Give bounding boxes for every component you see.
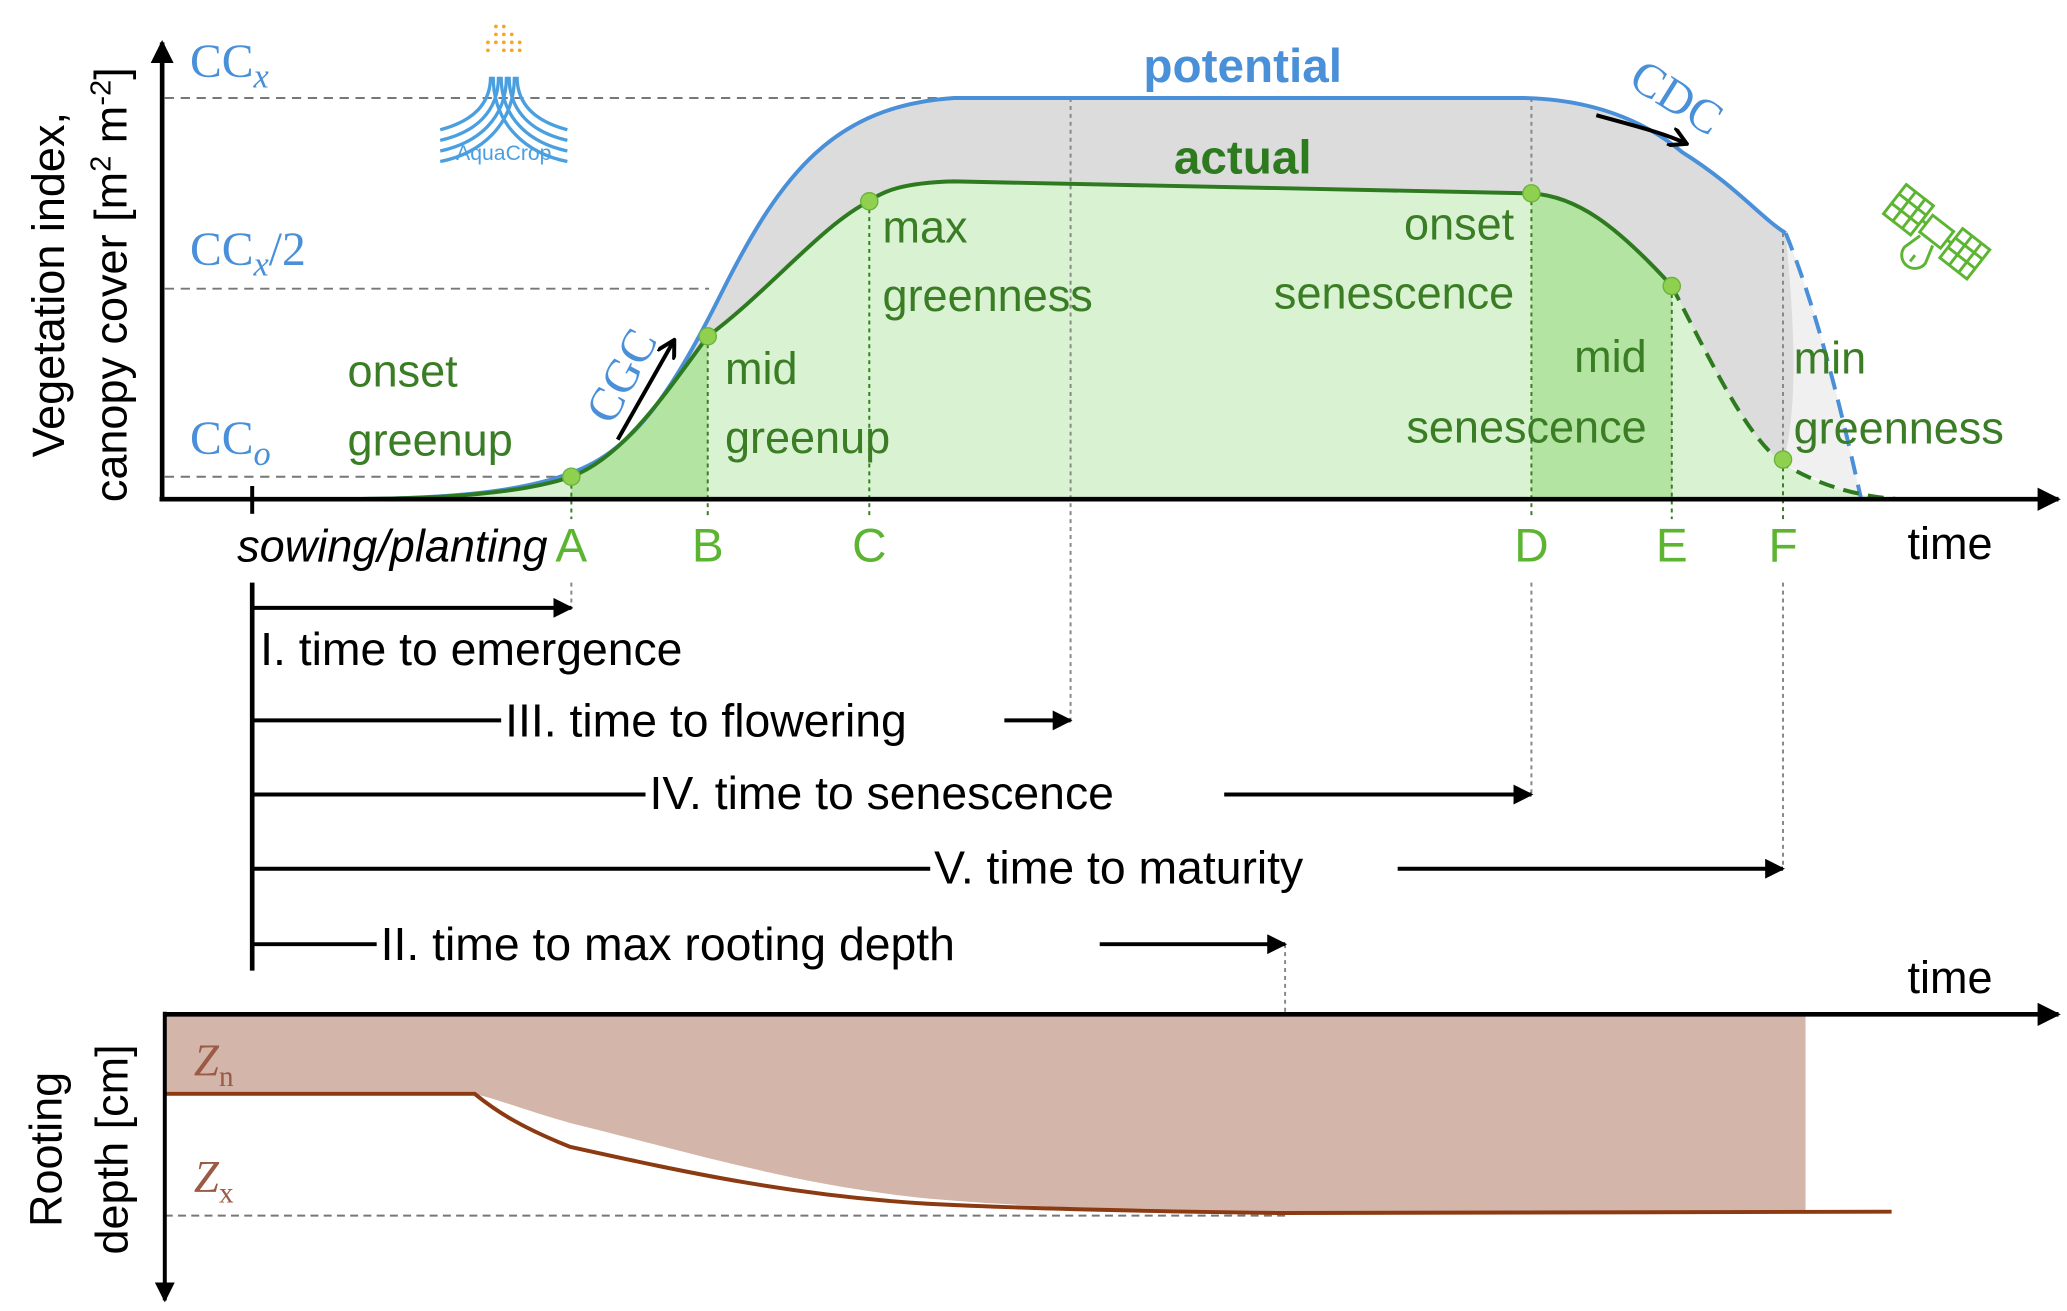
onset-senescence-label-1: onset (1404, 199, 1515, 250)
ccx-label: CCx (190, 36, 270, 96)
root-depth-fill (166, 1015, 1806, 1214)
letter-a: A (555, 519, 587, 572)
upper-y-axis-label-line2: canopy cover [m2 m-2] (85, 67, 136, 502)
cco-sub: o (254, 435, 271, 473)
mid-senescence-label-1: mid (1574, 331, 1647, 382)
min-greenness-label-1: min (1794, 332, 1867, 383)
actual-curve (289, 179, 1674, 502)
point-e (1662, 276, 1682, 296)
max-greenness-label-2: greenness (883, 270, 1093, 321)
point-c (860, 192, 879, 211)
upper-x-axis-label: time (1908, 518, 1993, 569)
interval-i-label: I. time to emergence (260, 623, 682, 675)
tail-gap-fill (1783, 233, 1862, 500)
letter-d: D (1514, 519, 1548, 572)
actual-curve-label: actual (1174, 131, 1312, 184)
potential-curve-dashed (1783, 232, 1864, 500)
senescence-band-fill (1531, 193, 1672, 500)
potential-actual-gap-fill (289, 97, 1862, 500)
ylabel-text-mid: m (85, 106, 136, 156)
letter-c: C (852, 519, 886, 572)
lower-y-axis-label-line1: Rooting (21, 1072, 72, 1227)
lower-x-axis-label: time (1908, 952, 1993, 1003)
interval-v-label: V. time to maturity (934, 841, 1304, 893)
cdc-arrow (1595, 113, 1685, 143)
onset-senescence-label-2: senescence (1274, 268, 1514, 319)
aquacrop-leaves-icon (439, 76, 568, 164)
cgc-arrow (615, 342, 674, 441)
ccx-half-sub: x (253, 245, 270, 283)
onset-greenup-label-1: onset (348, 346, 459, 397)
upper-y-axis-label-line1: Vegetation index, (23, 112, 74, 457)
zx-label: Zx (194, 1152, 234, 1210)
potential-curve-label: potential (1143, 40, 1342, 93)
ylabel-sup2: -2 (86, 80, 118, 106)
ccx-half-base: CC (190, 224, 254, 276)
satellite-icon (1881, 182, 1992, 282)
mid-greenup-label-2: greenup (725, 412, 890, 463)
potential-curve (289, 96, 1787, 502)
ccx-half-suffix: /2 (269, 224, 306, 276)
onset-greenup-label-2: greenup (348, 415, 513, 466)
interval-iii-label: III. time to flowering (505, 694, 907, 746)
letter-b: B (692, 519, 724, 572)
max-greenness-label-1: max (883, 201, 969, 252)
upper-panel: Vegetation index, canopy cover [m2 m-2] … (23, 24, 2061, 722)
cco-label: CCo (190, 413, 271, 473)
point-a (562, 467, 581, 486)
zx-sub: x (219, 1177, 234, 1209)
aquacrop-logo-text: AquaCrop (456, 142, 551, 165)
ccx-base: CC (190, 36, 254, 88)
point-f (1773, 450, 1793, 469)
mid-greenup-label-1: mid (725, 343, 798, 394)
ylabel-text-end: ] (85, 67, 136, 80)
ylabel-text: canopy cover [m (85, 172, 136, 502)
root-depth-curve (166, 1091, 1892, 1215)
cco-base: CC (190, 413, 254, 465)
sowing-planting-label: sowing/planting (237, 520, 547, 571)
zn-base: Z (194, 1035, 220, 1085)
min-greenness-label-2: greenness (1794, 403, 2004, 454)
point-b (698, 327, 718, 346)
zn-sub: n (219, 1061, 234, 1093)
mid-senescence-label-2: senescence (1406, 401, 1646, 452)
lower-y-axis-label-line2: depth [cm] (87, 1044, 138, 1254)
ccx-sub: x (253, 57, 270, 95)
interval-iv-label: IV. time to senescence (649, 767, 1113, 819)
ccx-half-label: CCx/2 (190, 224, 306, 284)
lower-panel: Zn Zx Rooting depth [cm] time (21, 952, 2061, 1303)
interval-ii-label: II. time to max rooting depth (381, 918, 955, 970)
ylabel-sup: 2 (86, 156, 118, 172)
zn-label: Zn (194, 1035, 234, 1093)
point-d (1522, 184, 1541, 203)
aquacrop-drops-icon (486, 24, 522, 53)
zx-base: Z (194, 1152, 220, 1202)
timing-intervals: I. time to emergence III. time to flower… (249, 582, 1786, 1214)
letter-e: E (1656, 519, 1688, 572)
letter-f: F (1768, 519, 1797, 572)
aquacrop-logo: AquaCrop (439, 24, 568, 165)
